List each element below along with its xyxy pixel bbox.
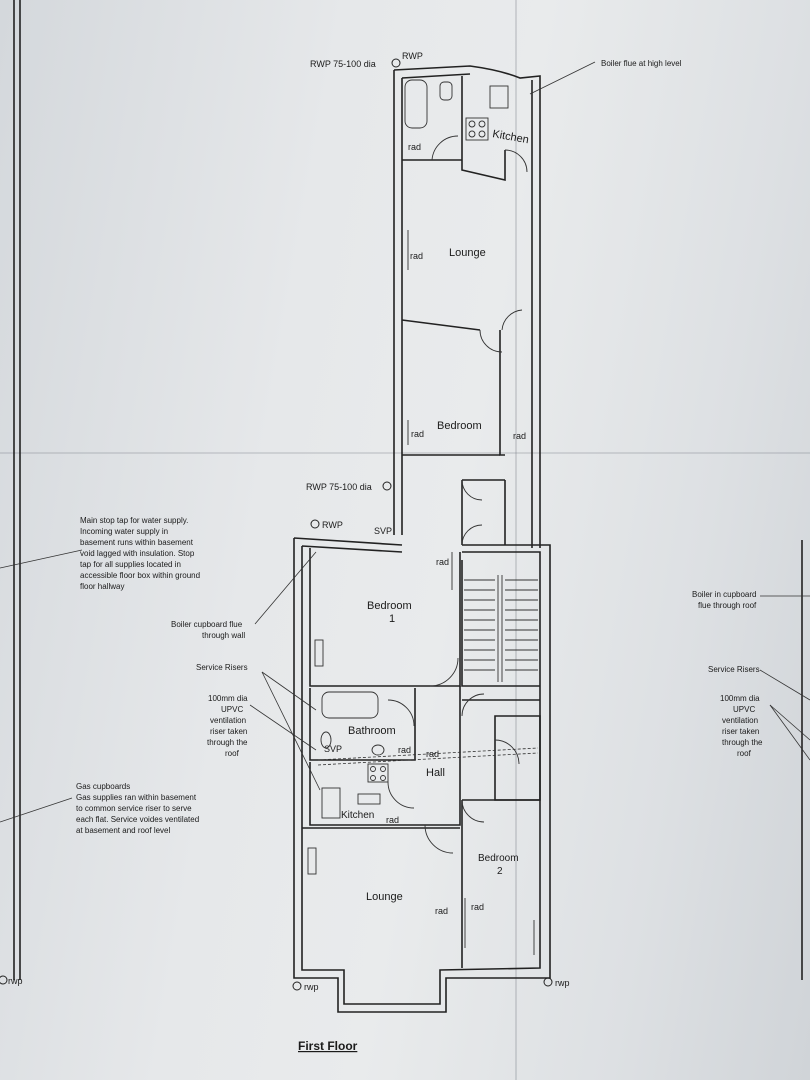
rwp-75-100-label-top: RWP 75-100 dia: [310, 59, 376, 69]
note-boiler-flue: Boiler flue at high level: [601, 59, 682, 68]
room-label-hall: Hall: [426, 767, 445, 779]
svg-text:Boiler in cupboard: Boiler in cupboard: [692, 590, 756, 599]
rwp-label-mid: RWP: [322, 520, 343, 530]
svg-text:roof: roof: [737, 749, 752, 758]
room-label-bedroom-2: Bedroom: [478, 853, 519, 864]
svg-text:tap for all supplies located i: tap for all supplies located in: [80, 560, 181, 569]
note-ventilation-right: 100mm dia UPVC ventilation riser taken t…: [720, 694, 763, 758]
rad-label: rad: [513, 431, 526, 441]
room-label-kitchen-rear: Kitchen: [491, 128, 529, 146]
svg-text:each flat. Service voides vent: each flat. Service voides ventilated: [76, 815, 199, 824]
svg-text:Incoming water supply in: Incoming water supply in: [80, 527, 168, 536]
svg-text:riser taken: riser taken: [722, 727, 759, 736]
rad-label: rad: [410, 251, 423, 261]
rwp-markers: [0, 58, 553, 991]
outer-walls: [13, 0, 803, 1013]
rad-label: rad: [411, 429, 424, 439]
svg-text:Boiler cupboard flue: Boiler cupboard flue: [171, 620, 243, 629]
room-label-bedroom-2-number: 2: [497, 866, 503, 877]
note-stop-tap: Main stop tap for water supply. Incoming…: [80, 516, 200, 591]
room-label-bedroom-1-number: 1: [389, 613, 395, 625]
door-swings: [387, 135, 528, 854]
rwp-label-bottom-right: rwp: [555, 978, 570, 988]
rwp-label-top: RWP: [402, 51, 423, 61]
svg-text:void lagged with insulation. S: void lagged with insulation. Stop: [80, 549, 195, 558]
room-label-lounge-rear: Lounge: [449, 247, 486, 259]
fixtures: [307, 79, 535, 955]
note-service-risers-right: Service Risers: [708, 665, 760, 674]
svg-text:roof: roof: [225, 749, 240, 758]
rad-label: rad: [426, 749, 439, 759]
svg-text:through wall: through wall: [202, 631, 245, 640]
svg-text:through the: through the: [722, 738, 763, 747]
rad-label: rad: [436, 557, 449, 567]
note-boiler-cupboard: Boiler cupboard flue through wall: [171, 620, 245, 640]
note-gas-cupboards: Gas cupboards Gas supplies ran within ba…: [76, 782, 199, 835]
room-label-lounge-front: Lounge: [366, 891, 403, 903]
room-label-bedroom-rear: Bedroom: [437, 420, 482, 432]
svg-text:to common service riser to ser: to common service riser to serve: [76, 804, 192, 813]
svg-text:Main stop tap for water supply: Main stop tap for water supply.: [80, 516, 188, 525]
svg-text:floor hallway: floor hallway: [80, 582, 124, 591]
rwp-75-100-label-mid: RWP 75-100 dia: [306, 482, 372, 492]
svg-text:through the: through the: [207, 738, 248, 747]
svp-label-top: SVP: [374, 526, 392, 536]
svp-label-bathroom: SVP: [324, 744, 342, 754]
svg-text:riser taken: riser taken: [210, 727, 247, 736]
svg-text:at basement and roof level: at basement and roof level: [76, 826, 171, 835]
svg-text:Gas cupboards: Gas cupboards: [76, 782, 130, 791]
paper-fold-horizontal: [0, 452, 810, 454]
annotation-leaders: [0, 61, 810, 823]
svg-text:ventilation: ventilation: [210, 716, 246, 725]
svg-text:UPVC: UPVC: [221, 705, 243, 714]
room-label-kitchen-front: Kitchen: [341, 810, 374, 821]
rwp-label-left-edge: rwp: [8, 976, 23, 986]
svg-text:100mm dia: 100mm dia: [720, 694, 760, 703]
room-label-bathroom: Bathroom: [348, 725, 396, 737]
service-dashed-lines: [317, 747, 539, 766]
paper-fold-vertical: [515, 0, 517, 1080]
note-service-risers: Service Risers: [196, 663, 248, 672]
svg-text:100mm dia: 100mm dia: [208, 694, 248, 703]
rad-label: rad: [435, 906, 448, 916]
svg-text:basement runs within basement: basement runs within basement: [80, 538, 194, 547]
rad-label: rad: [386, 815, 399, 825]
rwp-label-bottom-left: rwp: [304, 982, 319, 992]
staircase: [464, 575, 538, 682]
svg-text:flue through roof: flue through roof: [698, 601, 757, 610]
note-ventilation: 100mm dia UPVC ventilation riser taken t…: [207, 694, 248, 758]
svg-text:UPVC: UPVC: [733, 705, 755, 714]
rad-label: rad: [398, 745, 411, 755]
note-boiler-right: Boiler in cupboard flue through roof: [692, 590, 757, 610]
rad-label: rad: [471, 902, 484, 912]
svg-text:Gas supplies ran within baseme: Gas supplies ran within basement: [76, 793, 197, 802]
room-label-bedroom-1: Bedroom: [367, 600, 412, 612]
svg-text:accessible floor box within gr: accessible floor box within ground: [80, 571, 200, 580]
svg-text:ventilation: ventilation: [722, 716, 758, 725]
plan-title: First Floor: [298, 1039, 358, 1053]
rad-label: rad: [408, 142, 421, 152]
